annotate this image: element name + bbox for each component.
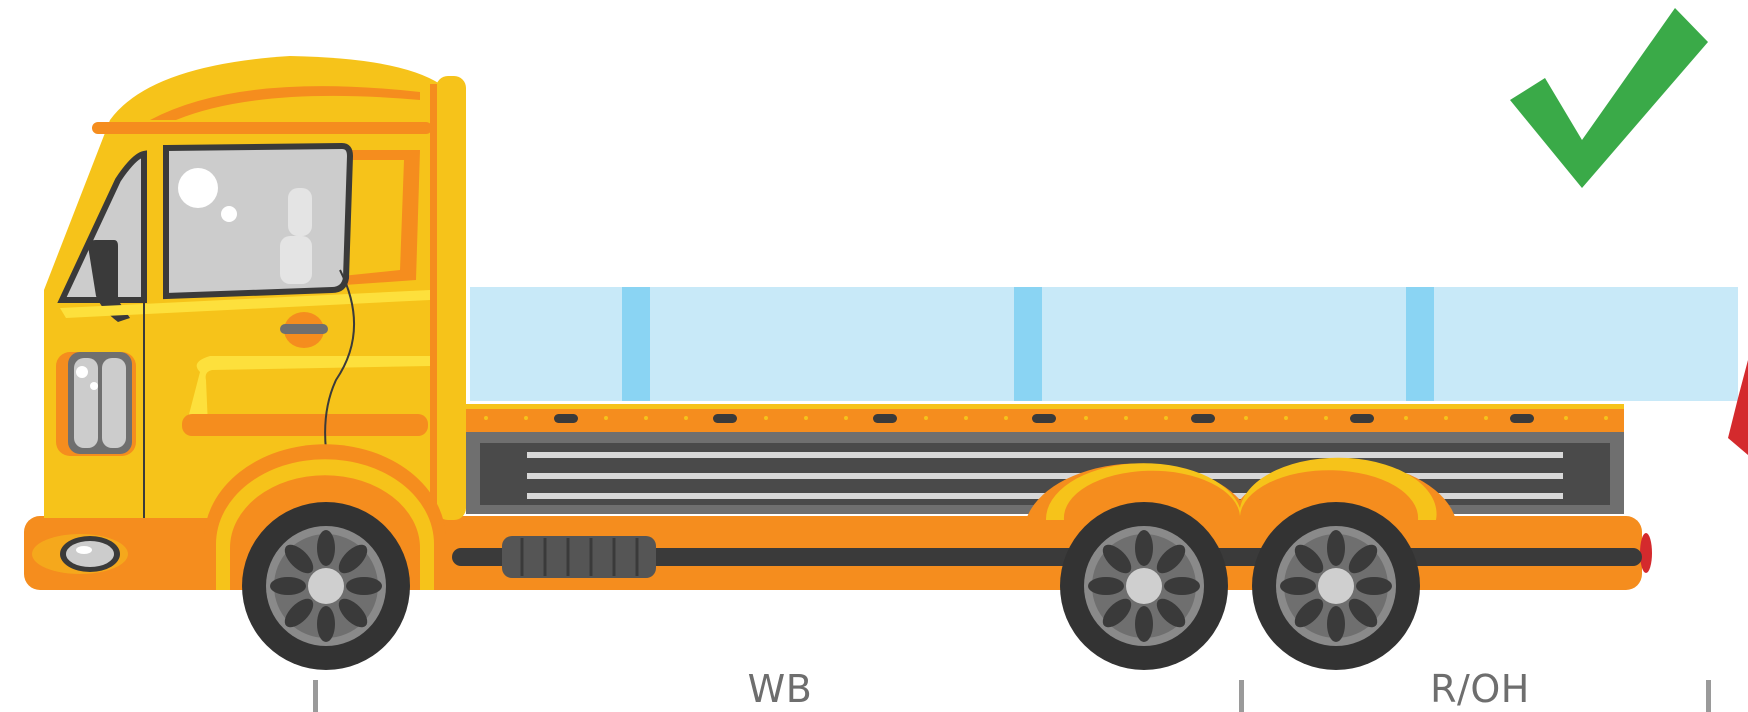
checkmark-icon [1510,8,1708,188]
cargo-load [470,287,1738,401]
front-wheel [242,502,410,670]
dim-tick-rear-end [1706,680,1711,712]
wheelbase-label: WB [700,670,860,708]
rear-wheel-back-axle [1252,502,1420,670]
rear-overhang-label: R/OH [1400,670,1560,708]
truck-cab [44,56,466,520]
dim-tick-rear-axle [1239,680,1244,712]
deck-rail [466,404,1624,432]
tail-light [1640,533,1652,573]
rear-wheel-front-axle [1060,502,1228,670]
fog-lamp [32,534,128,574]
dim-tick-front-axle [313,680,318,712]
